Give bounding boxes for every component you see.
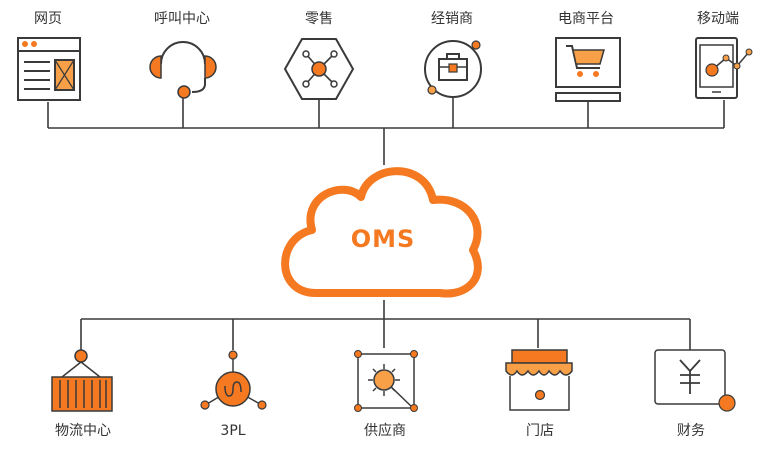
container-icon	[51, 349, 113, 412]
top-channel-label-webpage: 网页	[34, 11, 62, 27]
briefcase-icon	[424, 40, 482, 98]
oms-cloud-icon	[281, 167, 482, 298]
webpage-icon	[17, 37, 81, 101]
top-channel-label-distributor: 经销商	[431, 11, 473, 27]
store-icon	[505, 349, 573, 411]
3pl-hub-icon	[200, 350, 267, 410]
yuan-finance-icon	[654, 349, 736, 412]
top-channel-label-retail: 零售	[305, 11, 333, 27]
bottom-node-label-store: 门店	[526, 423, 554, 439]
connector-lines	[47, 96, 725, 350]
top-channel-label-call-center: 呼叫中心	[154, 11, 210, 27]
shopping-cart-monitor-icon	[555, 37, 621, 102]
top-channel-label-mobile: 移动端	[697, 11, 739, 27]
bottom-node-label-supplier: 供应商	[364, 423, 406, 439]
bottom-node-label-3pl: 3PL	[220, 423, 246, 439]
supplier-network-icon	[354, 350, 418, 412]
oms-label: OMS	[350, 225, 416, 253]
bottom-node-label-finance: 财务	[677, 423, 705, 439]
retail-network-icon	[283, 38, 355, 100]
bottom-node-label-logistics: 物流中心	[55, 423, 111, 439]
top-channel-label-ecommerce: 电商平台	[558, 11, 614, 27]
mobile-tablet-icon	[695, 37, 753, 99]
headset-icon	[149, 41, 217, 99]
